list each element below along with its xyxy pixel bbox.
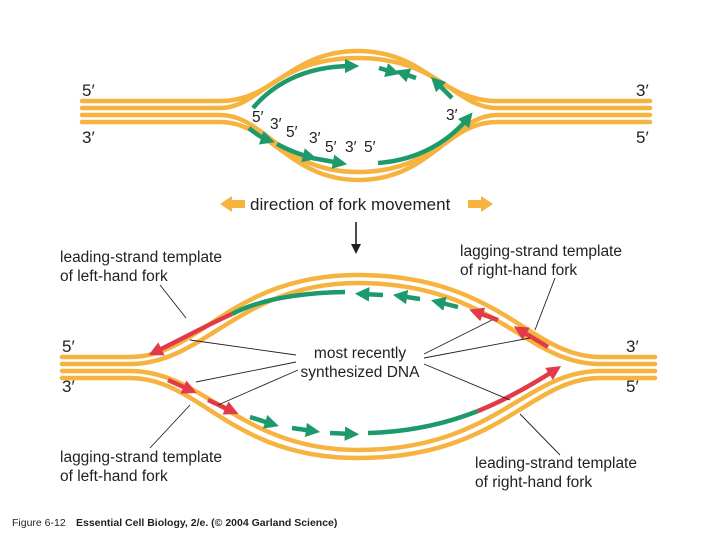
- left-direction-arrow: [220, 196, 245, 212]
- top-new-dna: [247, 58, 473, 169]
- top-left-bottom-end-label: 3′: [82, 128, 95, 147]
- top-fragment-end-label: 3′: [270, 116, 282, 133]
- most-recently-synthesized-dna-label: most recently: [314, 345, 406, 362]
- bottom-right-bottom-end-label: 5′: [626, 377, 639, 396]
- top-okazaki-fragment-upper-3: [430, 76, 454, 100]
- leading-strand-template-left-fork-label: of left-hand fork: [60, 268, 168, 285]
- figure-source: Essential Cell Biology, 2/e. (© 2004 Gar…: [76, 517, 337, 529]
- right-direction-arrow: [468, 196, 493, 212]
- leading-strand-template-right-fork-label: leading-strand template: [475, 455, 637, 472]
- top-okazaki-fragment-upper-1: [378, 63, 400, 77]
- top-fragment-end-label: 5′: [364, 139, 376, 156]
- bottom-leading-strand-upper-new: [148, 311, 233, 356]
- bottom-okazaki-fragment-upper-3: [431, 296, 459, 311]
- top-okazaki-fragment-lower-3: [311, 154, 348, 169]
- leader-line-lagging-left: [149, 404, 191, 449]
- top-leading-strand-lower: [377, 112, 473, 166]
- lagging-strand-template-left-fork-label: of left-hand fork: [60, 468, 168, 485]
- top-replication-bubble: 5′ 3′ 3′ 5′ 5′ 3′ 5′ 3′ 5′ 3′ 5′ 3′: [79, 48, 653, 183]
- top-right-fragment-end-label: 3′: [446, 107, 458, 124]
- top-left-top-end-label: 5′: [82, 81, 95, 100]
- top-parental-strands: [79, 48, 653, 183]
- leader-line-lagging-right: [534, 277, 556, 331]
- bottom-leader-lines: [149, 277, 561, 456]
- bottom-leading-strand-lower-new: [477, 366, 562, 414]
- lagging-strand-template-right-fork-label: of right-hand fork: [460, 262, 577, 279]
- most-recently-synthesized-dna-label: synthesized DNA: [301, 364, 421, 381]
- top-fragment-end-label: 3′: [345, 139, 357, 156]
- top-fragment-end-label: 5′: [252, 109, 264, 126]
- top-leading-strand-upper: [251, 58, 360, 110]
- top-right-top-end-label: 3′: [636, 81, 649, 100]
- top-okazaki-fragment-lower-2: [275, 142, 317, 163]
- figure-caption: Figure 6-12 Essential Cell Biology, 2/e.…: [12, 517, 337, 529]
- bottom-leading-strand-upper-old: [230, 289, 346, 316]
- top-parental-strand-upper-inner: [79, 55, 653, 111]
- leading-strand-template-left-fork-label: leading-strand template: [60, 249, 222, 266]
- bottom-okazaki-fragment-lower-4: [291, 422, 321, 438]
- bottom-new-dna: [148, 287, 562, 441]
- bottom-parental-strand-upper-outer: [59, 272, 658, 360]
- top-okazaki-fragment-upper-2: [395, 68, 417, 83]
- bottom-okazaki-fragment-upper-2: [392, 289, 421, 305]
- bottom-okazaki-fragment-lower-3: [249, 414, 279, 429]
- figure-number: Figure 6-12: [12, 517, 66, 529]
- top-fragment-end-label: 5′: [286, 124, 298, 141]
- leader-line-leading-right: [519, 413, 561, 456]
- down-arrow-head: [351, 244, 361, 254]
- leader-line-leading-left: [159, 284, 187, 319]
- leader-line-center-3: [217, 369, 299, 406]
- bottom-left-bottom-end-label: 3′: [62, 377, 75, 396]
- leading-strand-template-right-fork-label: of right-hand fork: [475, 474, 592, 491]
- leader-line-center-1: [189, 339, 297, 356]
- direction-label: direction of fork movement: [250, 195, 451, 214]
- bottom-okazaki-fragment-upper-4: [469, 307, 499, 323]
- leader-line-center-4: [423, 319, 493, 355]
- bottom-okazaki-fragment-lower-5: [329, 426, 360, 441]
- direction-of-fork-movement: direction of fork movement: [220, 195, 493, 254]
- lagging-strand-template-right-fork-label: lagging-strand template: [460, 243, 622, 260]
- leader-line-center-5: [423, 337, 531, 359]
- bottom-okazaki-fragment-lower-2: [207, 397, 239, 415]
- bottom-okazaki-fragment-lower-1: [167, 377, 197, 394]
- bottom-leading-strand-lower-old: [367, 408, 479, 436]
- bottom-okazaki-fragment-upper-5: [513, 326, 550, 349]
- bottom-parental-strand-lower-outer: [59, 375, 658, 461]
- bottom-okazaki-fragment-upper-1: [354, 287, 384, 302]
- top-fragment-end-label: 3′: [309, 130, 321, 147]
- bottom-parental-strand-upper-inner: [59, 280, 658, 367]
- lagging-strand-template-left-fork-label: lagging-strand template: [60, 449, 222, 466]
- leader-line-center-6: [423, 363, 511, 401]
- bottom-replication-bubble: 5′ 3′ 3′ 5′ leading-strand template of l…: [59, 243, 658, 491]
- leader-line-center-2: [195, 361, 297, 383]
- top-fragment-end-label: 5′: [325, 139, 337, 156]
- top-right-bottom-end-label: 5′: [636, 128, 649, 147]
- bottom-left-top-end-label: 5′: [62, 337, 75, 356]
- bottom-parental-strands: [59, 272, 658, 461]
- bottom-right-top-end-label: 3′: [626, 337, 639, 356]
- top-okazaki-fragment-lower-1: [247, 126, 275, 145]
